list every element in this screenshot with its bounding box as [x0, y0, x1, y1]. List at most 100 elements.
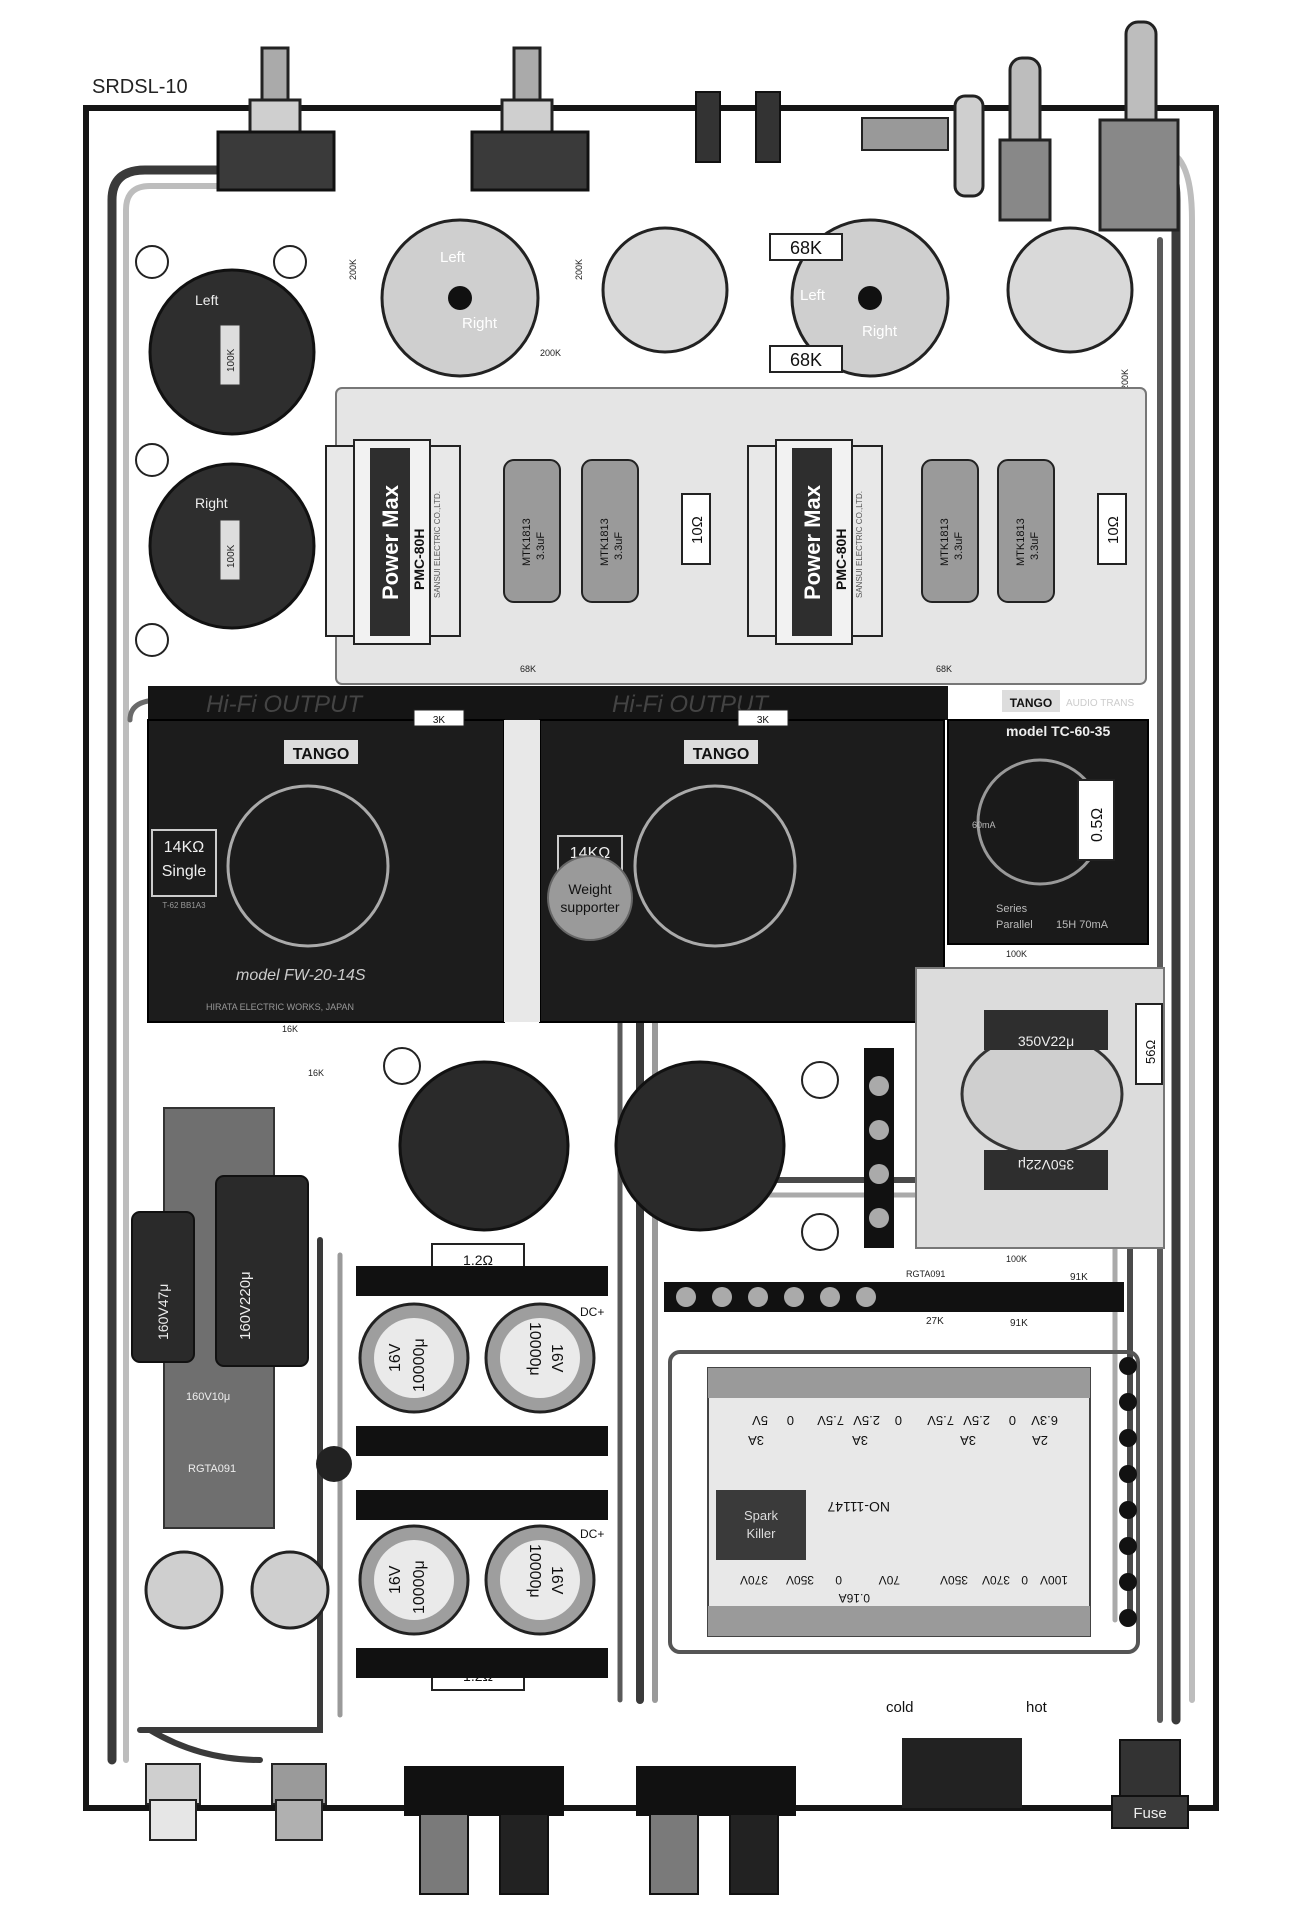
- choke2-brand: Power Max: [800, 484, 825, 600]
- ot1-model: model FW-20-14S: [236, 967, 366, 984]
- tap-370v-b: 370V: [740, 1573, 768, 1587]
- resistor-68k-low-left: 68K: [520, 664, 536, 674]
- tc-brand: TANGO: [1010, 696, 1052, 710]
- tc-series: Series: [996, 903, 1028, 915]
- resistors-10-ohm: 10Ω 10Ω 68K 68K 1K: [520, 493, 1128, 776]
- resistor-3k-right: 3K: [757, 715, 770, 726]
- input-jacks-top: [216, 20, 1180, 232]
- film-cap-3-value: 3.3uF: [953, 532, 965, 560]
- ot2-brand: TANGO: [693, 746, 750, 763]
- ecap1-capacitance: 10000μ: [411, 1338, 428, 1392]
- ot1-single: Single: [162, 863, 207, 880]
- tap-7-5v-a: 7.5V: [927, 1413, 954, 1428]
- tap-370v-a: 370V: [982, 1573, 1010, 1587]
- diagram-title: SRDSL-10: [92, 76, 188, 98]
- choke1-maker: SANSUI ELECTRIC CO.,LTD.: [433, 491, 442, 598]
- ptrans-terminals: [1119, 1357, 1137, 1627]
- choke1-model: PMC-80H: [411, 529, 427, 590]
- cap-160v10: 160V10μ: [186, 1391, 230, 1403]
- film-cap-4-value: 3.3uF: [1029, 532, 1041, 560]
- resistor-68k-low-right: 68K: [936, 664, 952, 674]
- resistor-27k: 27K: [926, 1316, 944, 1327]
- pot-right-resistor: 100K: [226, 544, 237, 568]
- power-transformer: 6.3V 0 2.5V 7.5V 0 2.5V 7.5V 0 5V 2A 3A …: [668, 1350, 1140, 1654]
- resistor-16k-b: 16K: [308, 1068, 324, 1078]
- choke1-brand: Power Max: [378, 484, 403, 600]
- film-cap-2-value: 3.3uF: [613, 532, 625, 560]
- power-tubes: [383, 1047, 839, 1251]
- film-cap-4-type: MTK1813: [1015, 518, 1027, 566]
- dc-plus-2: DC+: [580, 1527, 604, 1541]
- weight-supporter-line1: Weight: [568, 881, 611, 897]
- diode-rgta091: RGTA091: [906, 1269, 945, 1279]
- resistor-200k-3: 200K: [574, 259, 584, 280]
- fuse-label: Fuse: [1133, 1805, 1166, 1822]
- socket1-right-label: Right: [462, 315, 498, 332]
- tap-350v-a: 350V: [940, 1573, 968, 1587]
- ecap3-voltage: 16V: [387, 1565, 404, 1594]
- bottom-connectors: cold hot Fuse: [145, 1699, 1189, 1895]
- resistor-100k-a: 100K: [1006, 949, 1027, 959]
- tap-100v: 100V: [1040, 1573, 1068, 1587]
- ptrans-row2: 100V 0 370V 350V 70V 0 350V 370V 0.16A: [740, 1573, 1068, 1605]
- power-supply-board: 350V22μ 350V22μ 56Ω 100K 100K: [915, 949, 1165, 1264]
- ptrans-row1: 6.3V 0 2.5V 7.5V 0 2.5V 7.5V 0 5V 2A 3A …: [748, 1413, 1058, 1448]
- tap-0-b: 0: [895, 1413, 902, 1428]
- power-max-chokes: Power Max PMC-80H SANSUI ELECTRIC CO.,LT…: [325, 439, 883, 645]
- tap-7-5v-b: 7.5V: [817, 1413, 844, 1428]
- ac-cold-label: cold: [886, 1699, 914, 1716]
- cap-350v-1: 350V22μ: [1018, 1033, 1074, 1049]
- resistor-91k-b: 91K: [1070, 1272, 1088, 1283]
- ecap4-voltage: 16V: [548, 1566, 565, 1595]
- resistor-10-right: 10Ω: [1105, 516, 1122, 544]
- resistor-05-ohm: 0.5Ω: [1089, 808, 1106, 842]
- spark-killer-2: Killer: [747, 1526, 777, 1541]
- amp-3a-c: 3A: [748, 1433, 764, 1448]
- tc-brand-tag: AUDIO TRANS: [1066, 698, 1134, 709]
- ptrans-current: 0.16A: [839, 1591, 870, 1605]
- tap-0-c: 0: [787, 1413, 794, 1428]
- heater-psu: DC+ DC+ 16V 10000μ 16V 10000μ 16V 10000μ…: [356, 1266, 608, 1678]
- resistor-68k-bottom: 68K: [790, 350, 822, 370]
- tap-70v: 70V: [879, 1573, 900, 1587]
- left-psu-caps: 160V47μ 160V220μ 160V10μ RGTA091: [131, 1107, 352, 1630]
- pot-left-resistor: 100K: [226, 348, 237, 372]
- tap-2-5v-b: 2.5V: [853, 1413, 880, 1428]
- resistor-68k-top: 68K: [790, 238, 822, 258]
- film-cap-1-value: 3.3uF: [535, 532, 547, 560]
- fuse-rectifier: RGTA091: [188, 1463, 236, 1475]
- film-cap-2-type: MTK1813: [599, 518, 611, 566]
- tap-0-a: 0: [1009, 1413, 1016, 1428]
- resistor-16k-a: 16K: [282, 1024, 298, 1034]
- tube-sockets-top: Left Right Left Right 200K 200K 200K 200…: [348, 218, 1134, 390]
- ptrans-model: NO-11147: [827, 1499, 890, 1515]
- tc-model: model TC-60-35: [1006, 723, 1110, 739]
- ecap1-voltage: 16V: [387, 1343, 404, 1372]
- resistor-200k-4: 200K: [1120, 369, 1130, 390]
- volume-pots: Left Right 100K 100K: [135, 245, 316, 657]
- choke2-model: PMC-80H: [833, 529, 849, 590]
- ecap2-capacitance: 10000μ: [526, 1322, 543, 1376]
- output-transformers: Hi-Fi OUTPUT Hi-Fi OUTPUT TANGO TANGO 14…: [147, 686, 948, 1023]
- resistor-1-2-top: 1.2Ω: [463, 1252, 493, 1268]
- ecap3-capacitance: 10000μ: [411, 1560, 428, 1614]
- terminal-strip-horizontal: RGTA091 27K 91K 91K: [664, 1269, 1124, 1329]
- cap-160v47: 160V47μ: [155, 1284, 171, 1340]
- resistor-100k-b: 100K: [1006, 1254, 1027, 1264]
- resistor-10-left: 10Ω: [689, 516, 706, 544]
- ac-hot-label: hot: [1026, 1699, 1048, 1716]
- ot1-maker: HIRATA ELECTRIC WORKS, JAPAN: [206, 1002, 354, 1012]
- resistor-200k-1: 200K: [348, 259, 358, 280]
- tap-0-e: 0: [835, 1573, 842, 1587]
- dc-plus-1: DC+: [580, 1305, 604, 1319]
- ot-band-left: Hi-Fi OUTPUT: [206, 691, 364, 718]
- socket2-left-label: Left: [800, 287, 826, 304]
- tc-parallel: Parallel: [996, 919, 1033, 931]
- film-cap-1-type: MTK1813: [521, 518, 533, 566]
- cap-160v220: 160V220μ: [237, 1271, 254, 1340]
- tc-current: 60mA: [972, 820, 996, 830]
- resistor-91k-a: 91K: [1010, 1318, 1028, 1329]
- ot1-brand: TANGO: [293, 746, 350, 763]
- spark-killer-1: Spark: [744, 1508, 778, 1523]
- film-cap-3-type: MTK1813: [939, 518, 951, 566]
